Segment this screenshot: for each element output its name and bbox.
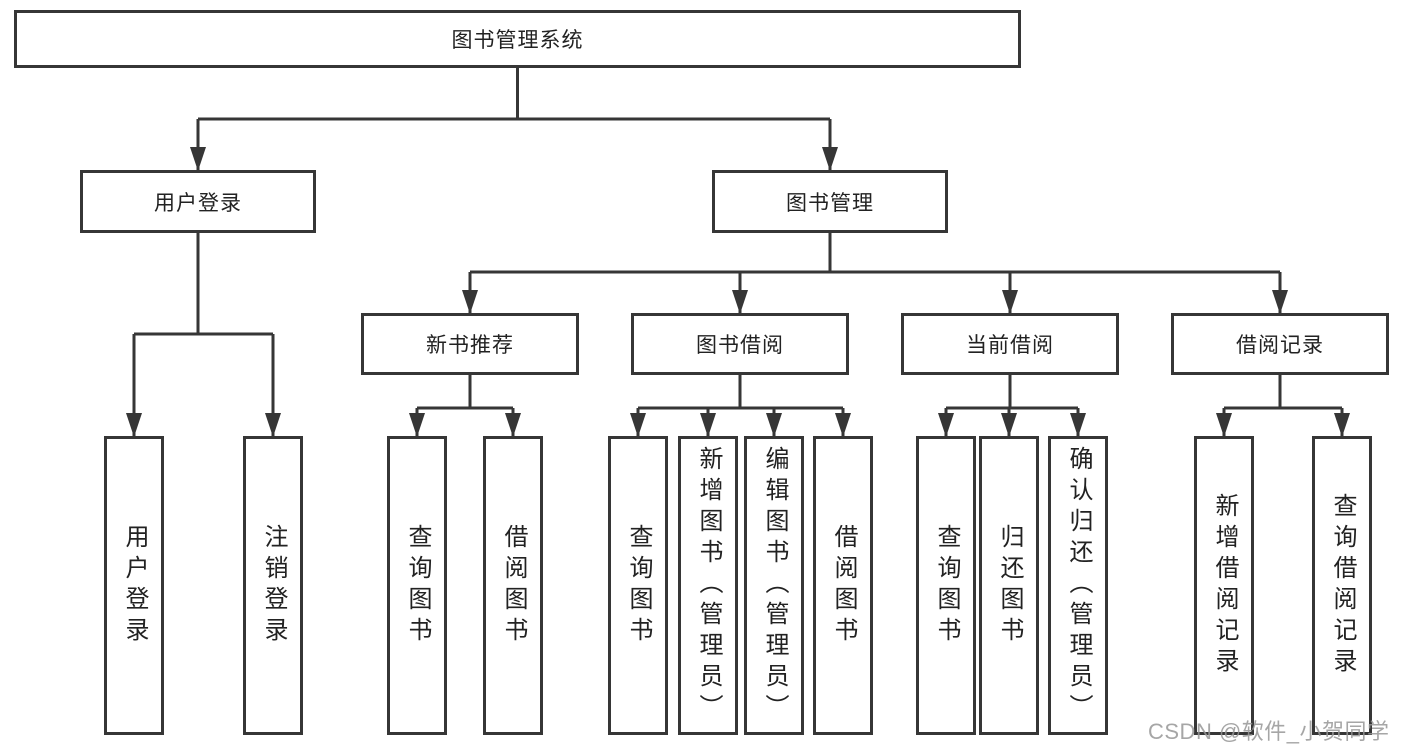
csdn-watermark: CSDN @软件_小贺同学 bbox=[1148, 719, 1390, 744]
leaf-bb-query-book: 查询图书 bbox=[608, 436, 668, 735]
leaf-user-login: 用户登录 bbox=[104, 436, 164, 735]
node-book-borrowing: 图书借阅 bbox=[631, 313, 849, 375]
leaf-cb-return-book: 归还图书 bbox=[979, 436, 1039, 735]
leaf-cb-query-book: 查询图书 bbox=[916, 436, 976, 735]
node-new-book-recommendation: 新书推荐 bbox=[361, 313, 579, 375]
node-user-login: 用户登录 bbox=[80, 170, 316, 233]
leaf-cb-confirm-return-admin: 确认归还（管理员） bbox=[1048, 436, 1108, 735]
leaf-br-query-borrow-record: 查询借阅记录 bbox=[1312, 436, 1372, 735]
node-current-borrowing: 当前借阅 bbox=[901, 313, 1119, 375]
leaf-nbr-borrow-book: 借阅图书 bbox=[483, 436, 543, 735]
leaf-bb-edit-book-admin: 编辑图书（管理员） bbox=[744, 436, 804, 735]
leaf-nbr-query-book: 查询图书 bbox=[387, 436, 447, 735]
leaf-br-add-borrow-record: 新增借阅记录 bbox=[1194, 436, 1254, 735]
node-book-management: 图书管理 bbox=[712, 170, 948, 233]
node-library-management-system: 图书管理系统 bbox=[14, 10, 1021, 68]
leaf-bb-borrow-book: 借阅图书 bbox=[813, 436, 873, 735]
leaf-bb-add-book-admin: 新增图书（管理员） bbox=[678, 436, 738, 735]
leaf-logout: 注销登录 bbox=[243, 436, 303, 735]
node-borrowing-records: 借阅记录 bbox=[1171, 313, 1389, 375]
